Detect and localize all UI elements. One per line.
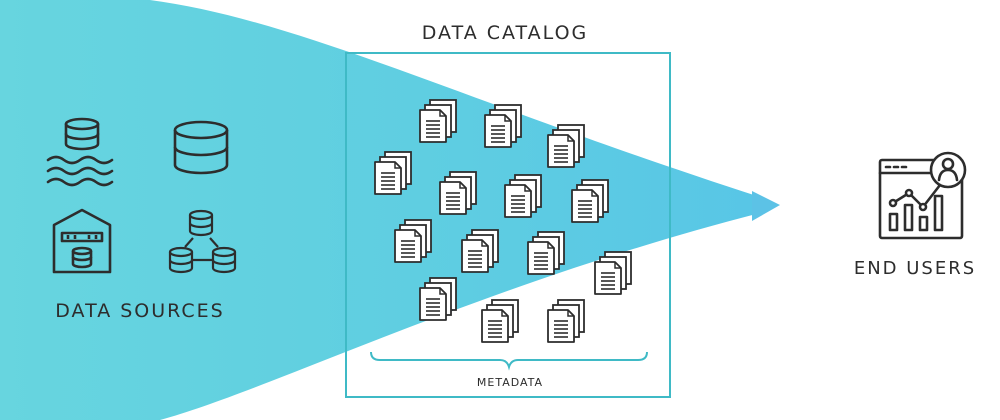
document-stack-icon bbox=[419, 277, 457, 321]
data-flow-funnel bbox=[0, 0, 760, 420]
data-catalog-title: DATA CATALOG bbox=[421, 22, 589, 44]
metadata-label: METADATA bbox=[476, 376, 544, 389]
document-stack-icon bbox=[374, 151, 412, 195]
document-stack-icon bbox=[547, 299, 585, 343]
document-stack-icon bbox=[439, 171, 477, 215]
warehouse-icon bbox=[52, 208, 112, 274]
document-stack-icon bbox=[461, 229, 499, 273]
document-stack-icon bbox=[484, 104, 522, 148]
distributed-database-icon bbox=[168, 209, 237, 274]
document-stack-icon bbox=[594, 251, 632, 295]
database-icon bbox=[173, 120, 229, 175]
document-stack-icon bbox=[481, 299, 519, 343]
user-dashboard-icon bbox=[878, 151, 967, 240]
document-stack-icon bbox=[504, 174, 542, 218]
end-users-label: END USERS bbox=[853, 258, 977, 279]
document-stack-icon bbox=[419, 99, 457, 143]
flow-arrow-head bbox=[752, 191, 780, 221]
document-stack-icon bbox=[547, 124, 585, 168]
document-stack-icon bbox=[527, 231, 565, 275]
metadata-brace bbox=[370, 351, 648, 371]
document-stack-icon bbox=[571, 179, 609, 223]
database-lake-icon bbox=[46, 117, 114, 187]
document-stack-icon bbox=[394, 219, 432, 263]
data-sources-label: DATA SOURCES bbox=[55, 300, 225, 322]
data-catalog-box bbox=[345, 52, 671, 398]
